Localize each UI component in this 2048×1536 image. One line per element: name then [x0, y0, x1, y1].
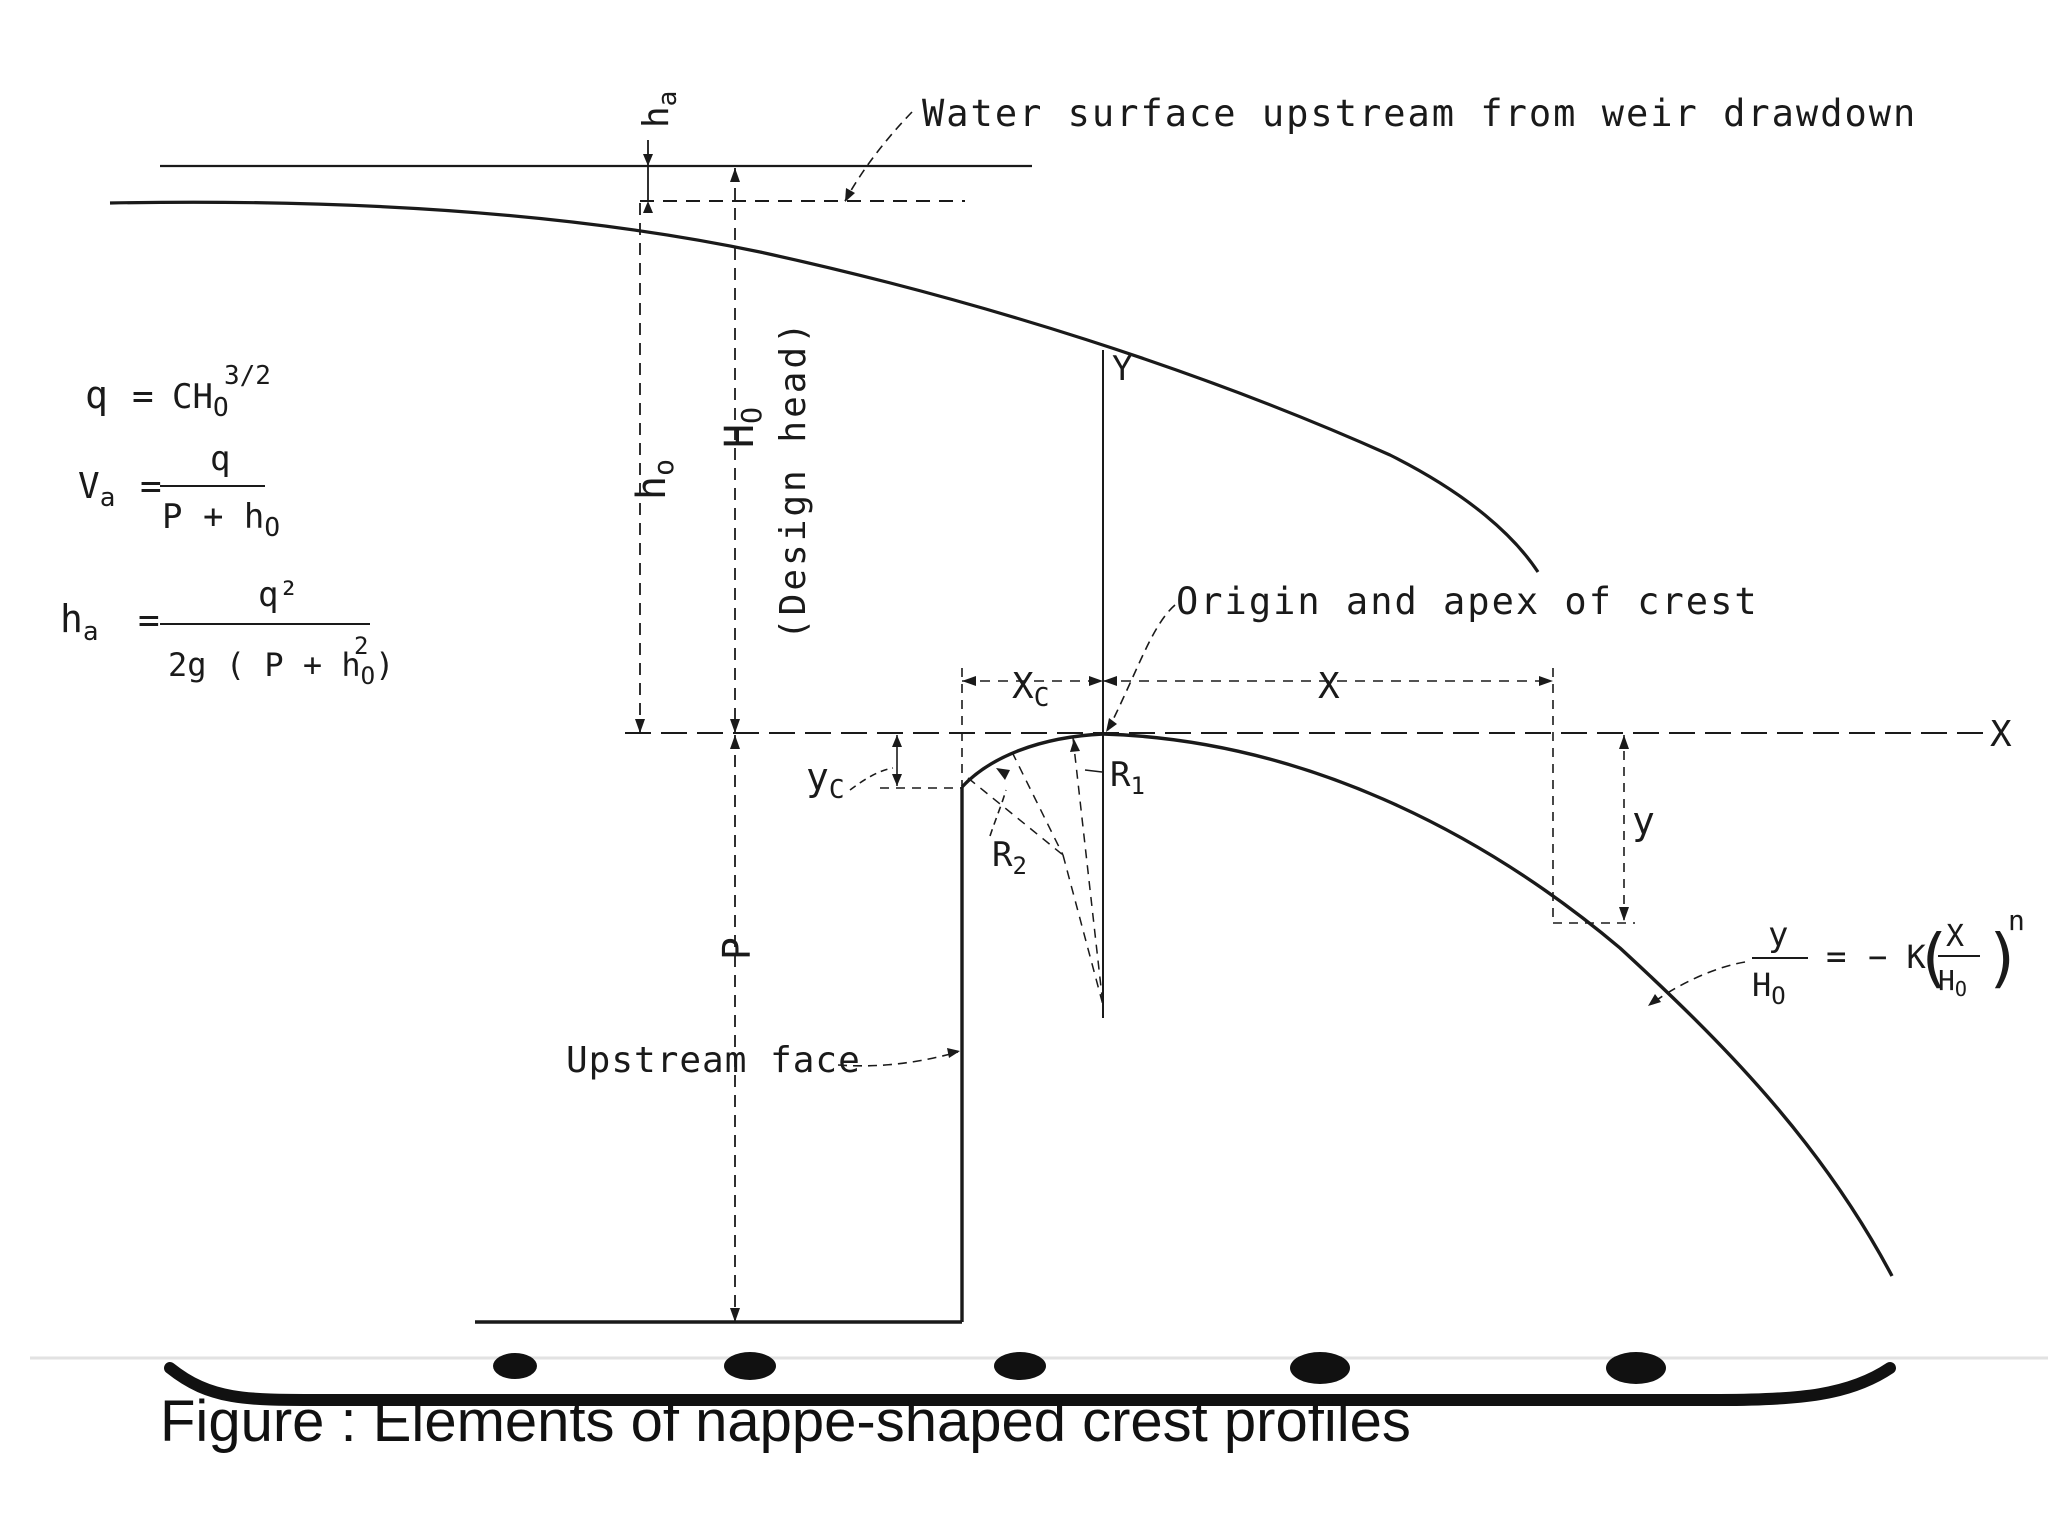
water-surface-leader	[844, 111, 913, 202]
decor-dot-5	[1606, 1352, 1666, 1384]
xc-label: XC	[1012, 666, 1049, 713]
bracket-decoration	[164, 1362, 1896, 1406]
upstream-face-leader-arrow	[947, 1048, 960, 1058]
equation-ha: ha = q² 2g ( P + hO) 2	[60, 575, 394, 690]
yc-label: yC	[806, 755, 845, 805]
xc-arrow-left	[962, 676, 976, 686]
svg-text:(: (	[1914, 922, 1953, 996]
r1-label: R1	[1110, 755, 1145, 800]
svg-text:y: y	[1768, 915, 1788, 955]
svg-text:Va: Va	[78, 466, 115, 513]
ha-arrow-down	[643, 154, 653, 166]
water-surface-label: Water surface upstream from weir drawdow…	[922, 92, 1917, 135]
x-arrow-left	[1103, 676, 1117, 686]
r1-arrow	[1070, 739, 1080, 752]
ha-arrow-up	[643, 201, 653, 213]
svg-text:q: q	[210, 439, 230, 479]
svg-text:− K: − K	[1868, 938, 1927, 976]
origin-leader-arrow	[1106, 718, 1117, 732]
nappe-upper-surface	[109, 200, 1540, 573]
equation-q: q = CHO 3/2	[85, 361, 271, 423]
ho-label: ho	[629, 459, 680, 500]
r2-radius-line-a	[967, 777, 1064, 856]
r2-leader	[989, 789, 1007, 837]
yc-arrow-bottom	[892, 774, 902, 786]
y-arrow-top	[1619, 735, 1629, 749]
svg-text:2: 2	[354, 632, 368, 660]
svg-text:=: =	[138, 600, 160, 641]
x-arrow-right	[1539, 676, 1553, 686]
svg-text:=: =	[140, 466, 162, 507]
equation-va: Va = q P + hO	[78, 439, 280, 543]
svg-text:n: n	[2008, 904, 2025, 937]
r1-leader	[1084, 769, 1103, 773]
yc-leader	[849, 767, 894, 791]
y-right-label: y	[1632, 799, 1655, 843]
svg-text:X: X	[1946, 919, 1964, 954]
r2-arrow	[996, 768, 1010, 780]
P-arrow-bottom	[730, 1308, 740, 1322]
figure-caption: Figure : Elements of nappe-shaped crest …	[160, 1389, 1411, 1454]
origin-leader	[1107, 604, 1176, 731]
svg-text:q: q	[85, 373, 108, 417]
svg-text:q²: q²	[258, 575, 299, 615]
svg-text:=: =	[132, 376, 154, 417]
Ho-arrow-bottom	[730, 719, 740, 733]
crest-upstream-curve	[960, 732, 1104, 789]
decor-dot-1	[493, 1353, 537, 1379]
decor-dot-2	[724, 1352, 776, 1380]
profile-eq-leader-arrow	[1648, 994, 1661, 1006]
profile-eq-leader	[1649, 961, 1746, 1006]
P-arrow-top	[730, 735, 740, 749]
ho-arrow-bottom	[635, 719, 645, 733]
crest-downstream-profile	[1102, 732, 1894, 1277]
svg-text:HO: HO	[1938, 964, 1967, 1001]
upstream-face-leader	[837, 1051, 959, 1067]
origin-apex-label: Origin and apex of crest	[1176, 580, 1759, 623]
Ho-label: HO	[717, 407, 768, 448]
svg-text:P + hO: P + hO	[162, 497, 280, 543]
svg-text:HO: HO	[1752, 966, 1786, 1010]
y-arrow-bottom	[1619, 907, 1629, 921]
yc-arrow-top	[892, 735, 902, 747]
xc-arrow-right	[1089, 676, 1103, 686]
upstream-face-label: Upstream face	[566, 1040, 861, 1081]
design-head-label: (Design head)	[773, 319, 814, 640]
r2-radius-line-b	[1011, 751, 1064, 856]
Y-upper-label: Y	[1112, 349, 1132, 389]
x-upper-label: X	[1318, 666, 1340, 707]
r1-radius-line	[1072, 737, 1104, 1006]
svg-text:=: =	[1826, 937, 1846, 977]
equation-profile: y HO = − K ( X HO ) n	[1752, 904, 2025, 1010]
r2-label: R2	[992, 835, 1027, 880]
decor-dot-4	[1290, 1352, 1350, 1384]
svg-text:3/2: 3/2	[224, 361, 271, 391]
Ho-arrow-top	[730, 168, 740, 182]
P-label: P	[715, 937, 759, 960]
r1-radius-line-b	[1062, 854, 1104, 1006]
svg-text:): )	[1984, 922, 2023, 996]
ha-label: ha	[636, 91, 683, 128]
x-axis-label: X	[1990, 714, 2012, 755]
svg-text:CHO: CHO	[172, 377, 229, 423]
svg-text:2g ( P + hO): 2g ( P + hO)	[168, 646, 394, 690]
water-surface-leader-arrow	[845, 188, 855, 202]
decor-dot-3	[994, 1352, 1046, 1380]
svg-text:ha: ha	[60, 597, 99, 647]
